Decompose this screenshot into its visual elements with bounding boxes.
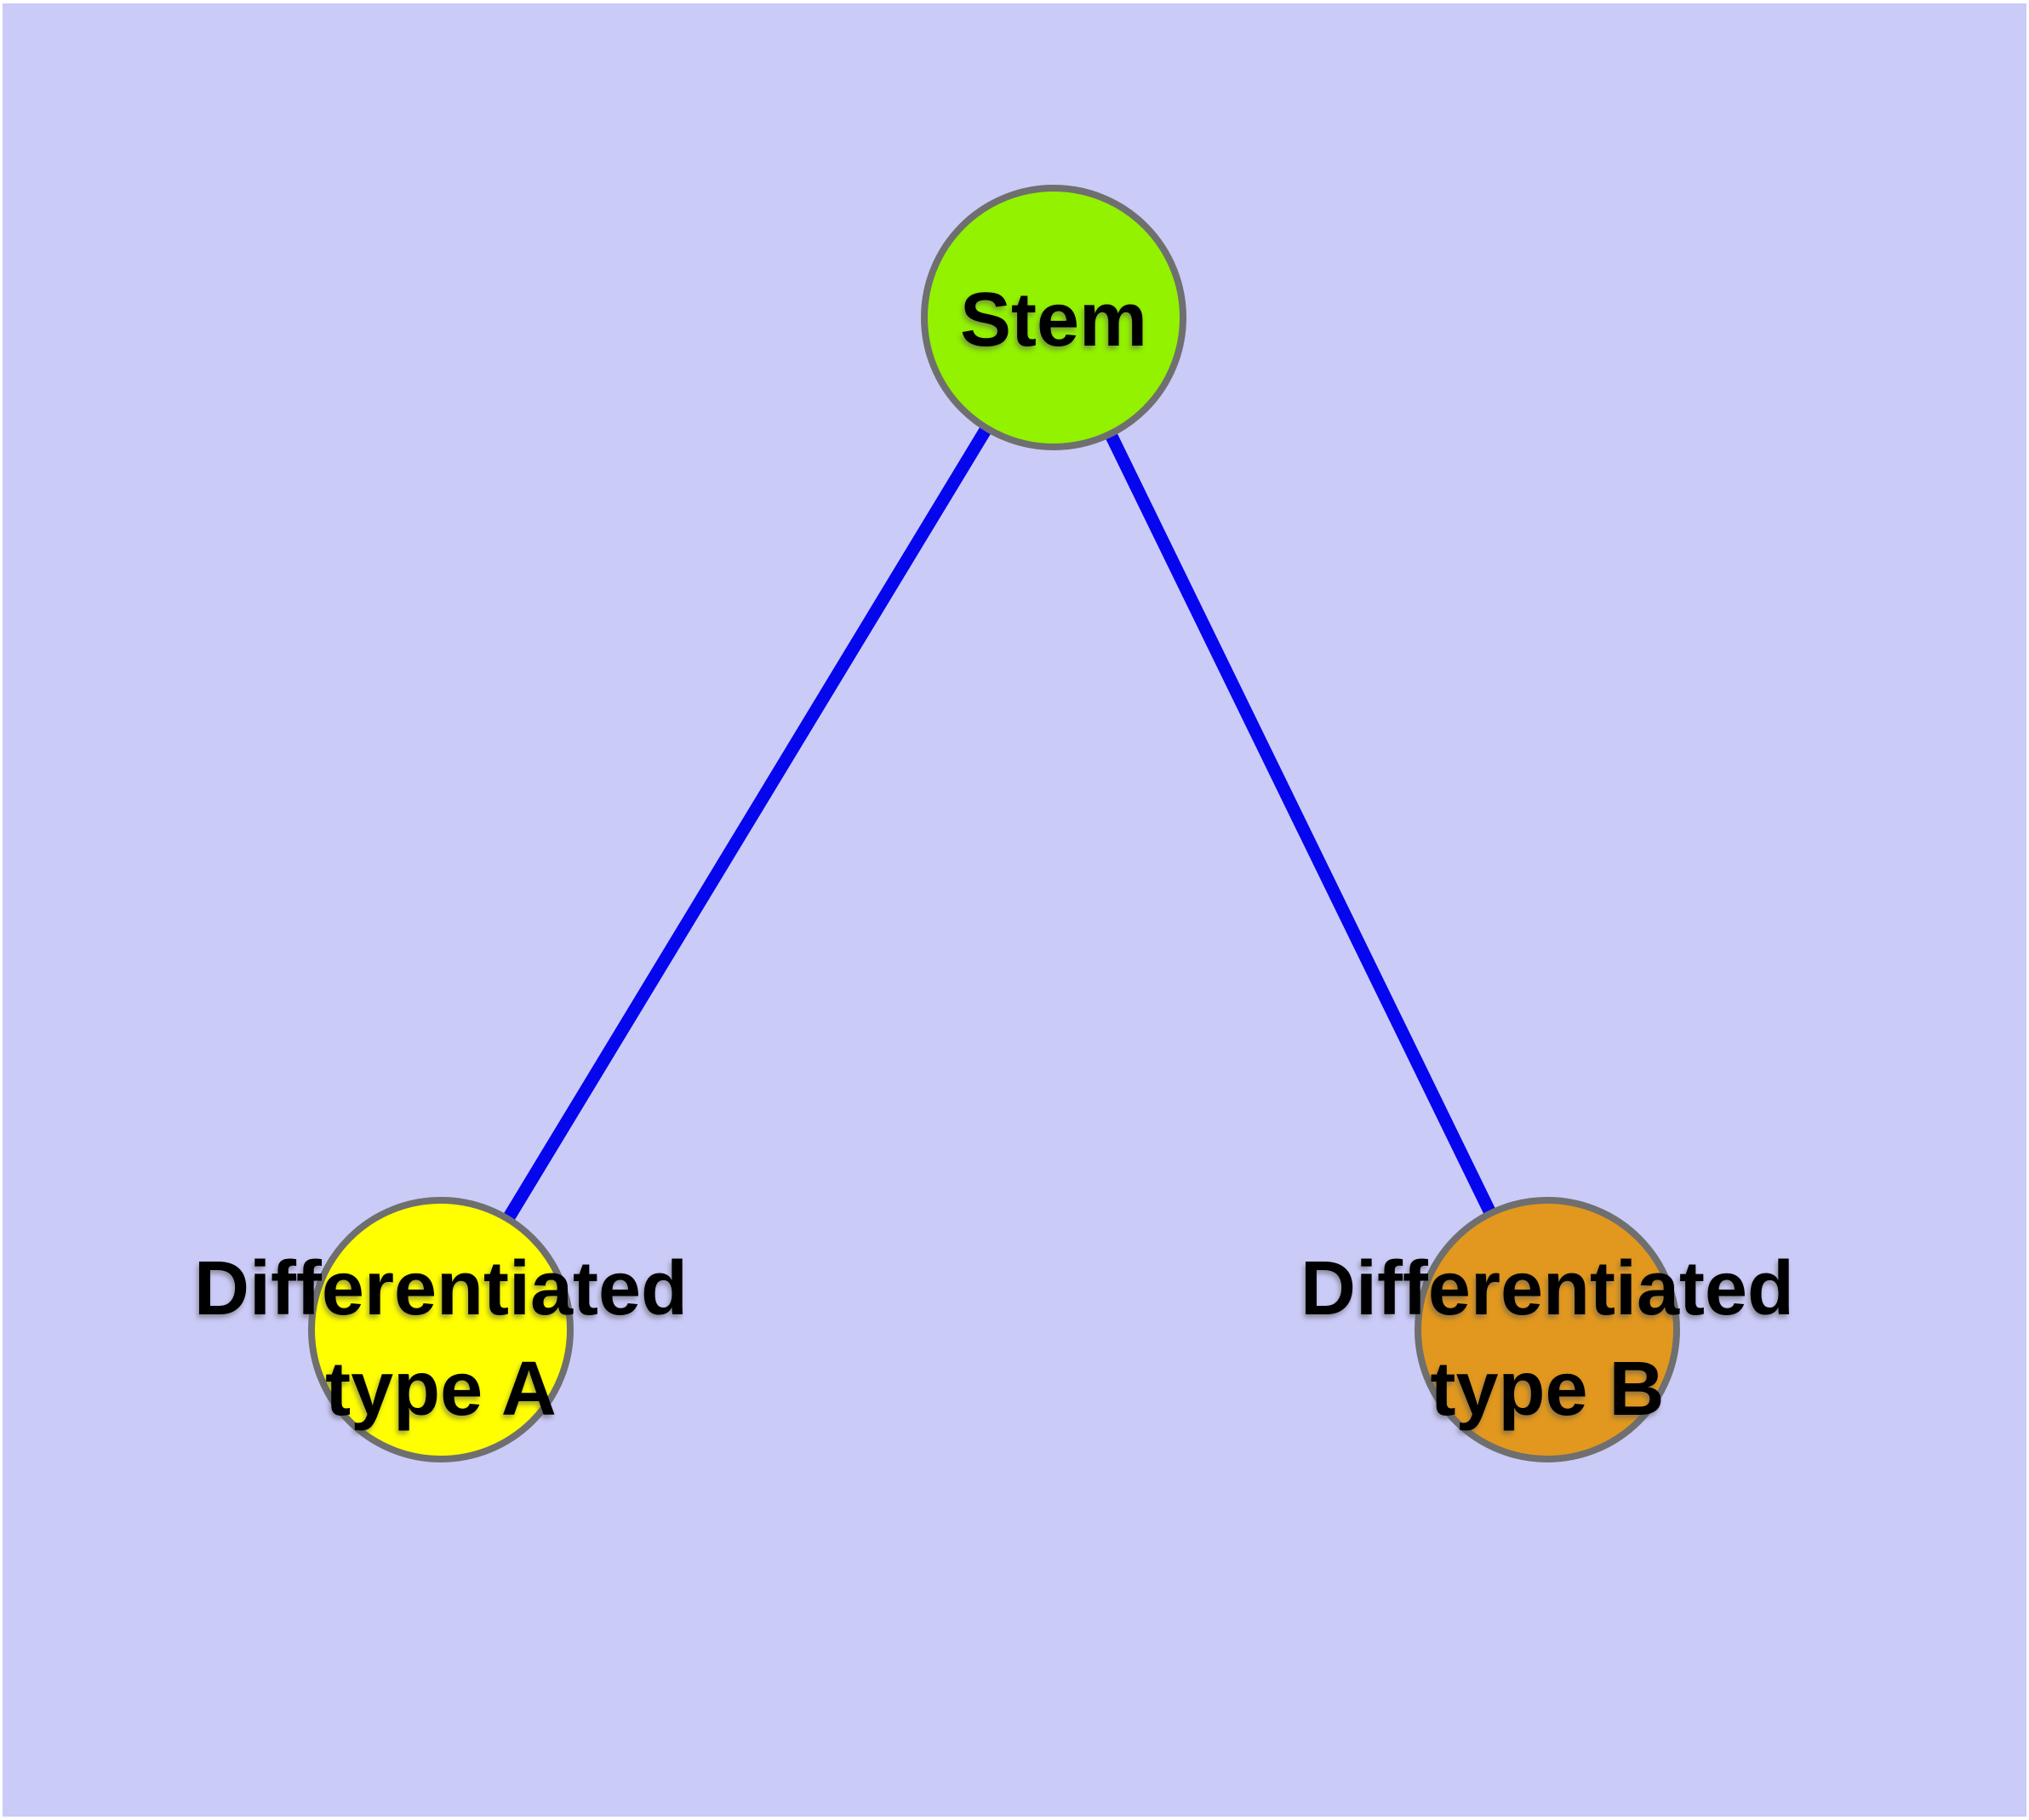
node-differentiated-type-a-label-line1: Differentiated bbox=[194, 1246, 688, 1331]
node-stem-label: Stem bbox=[960, 278, 1147, 363]
node-differentiated-type-a-label-line2: type A bbox=[325, 1347, 557, 1432]
node-differentiated-type-b-label-line2: type B bbox=[1430, 1347, 1664, 1432]
edge-stem-to-type-b bbox=[1048, 314, 1553, 1333]
node-differentiated-type-a bbox=[308, 1197, 574, 1462]
node-stem bbox=[921, 185, 1186, 450]
edge-stem-to-type-a bbox=[435, 314, 1060, 1333]
node-differentiated-type-b-label-line1: Differentiated bbox=[1300, 1246, 1794, 1331]
node-differentiated-type-b bbox=[1415, 1197, 1680, 1462]
